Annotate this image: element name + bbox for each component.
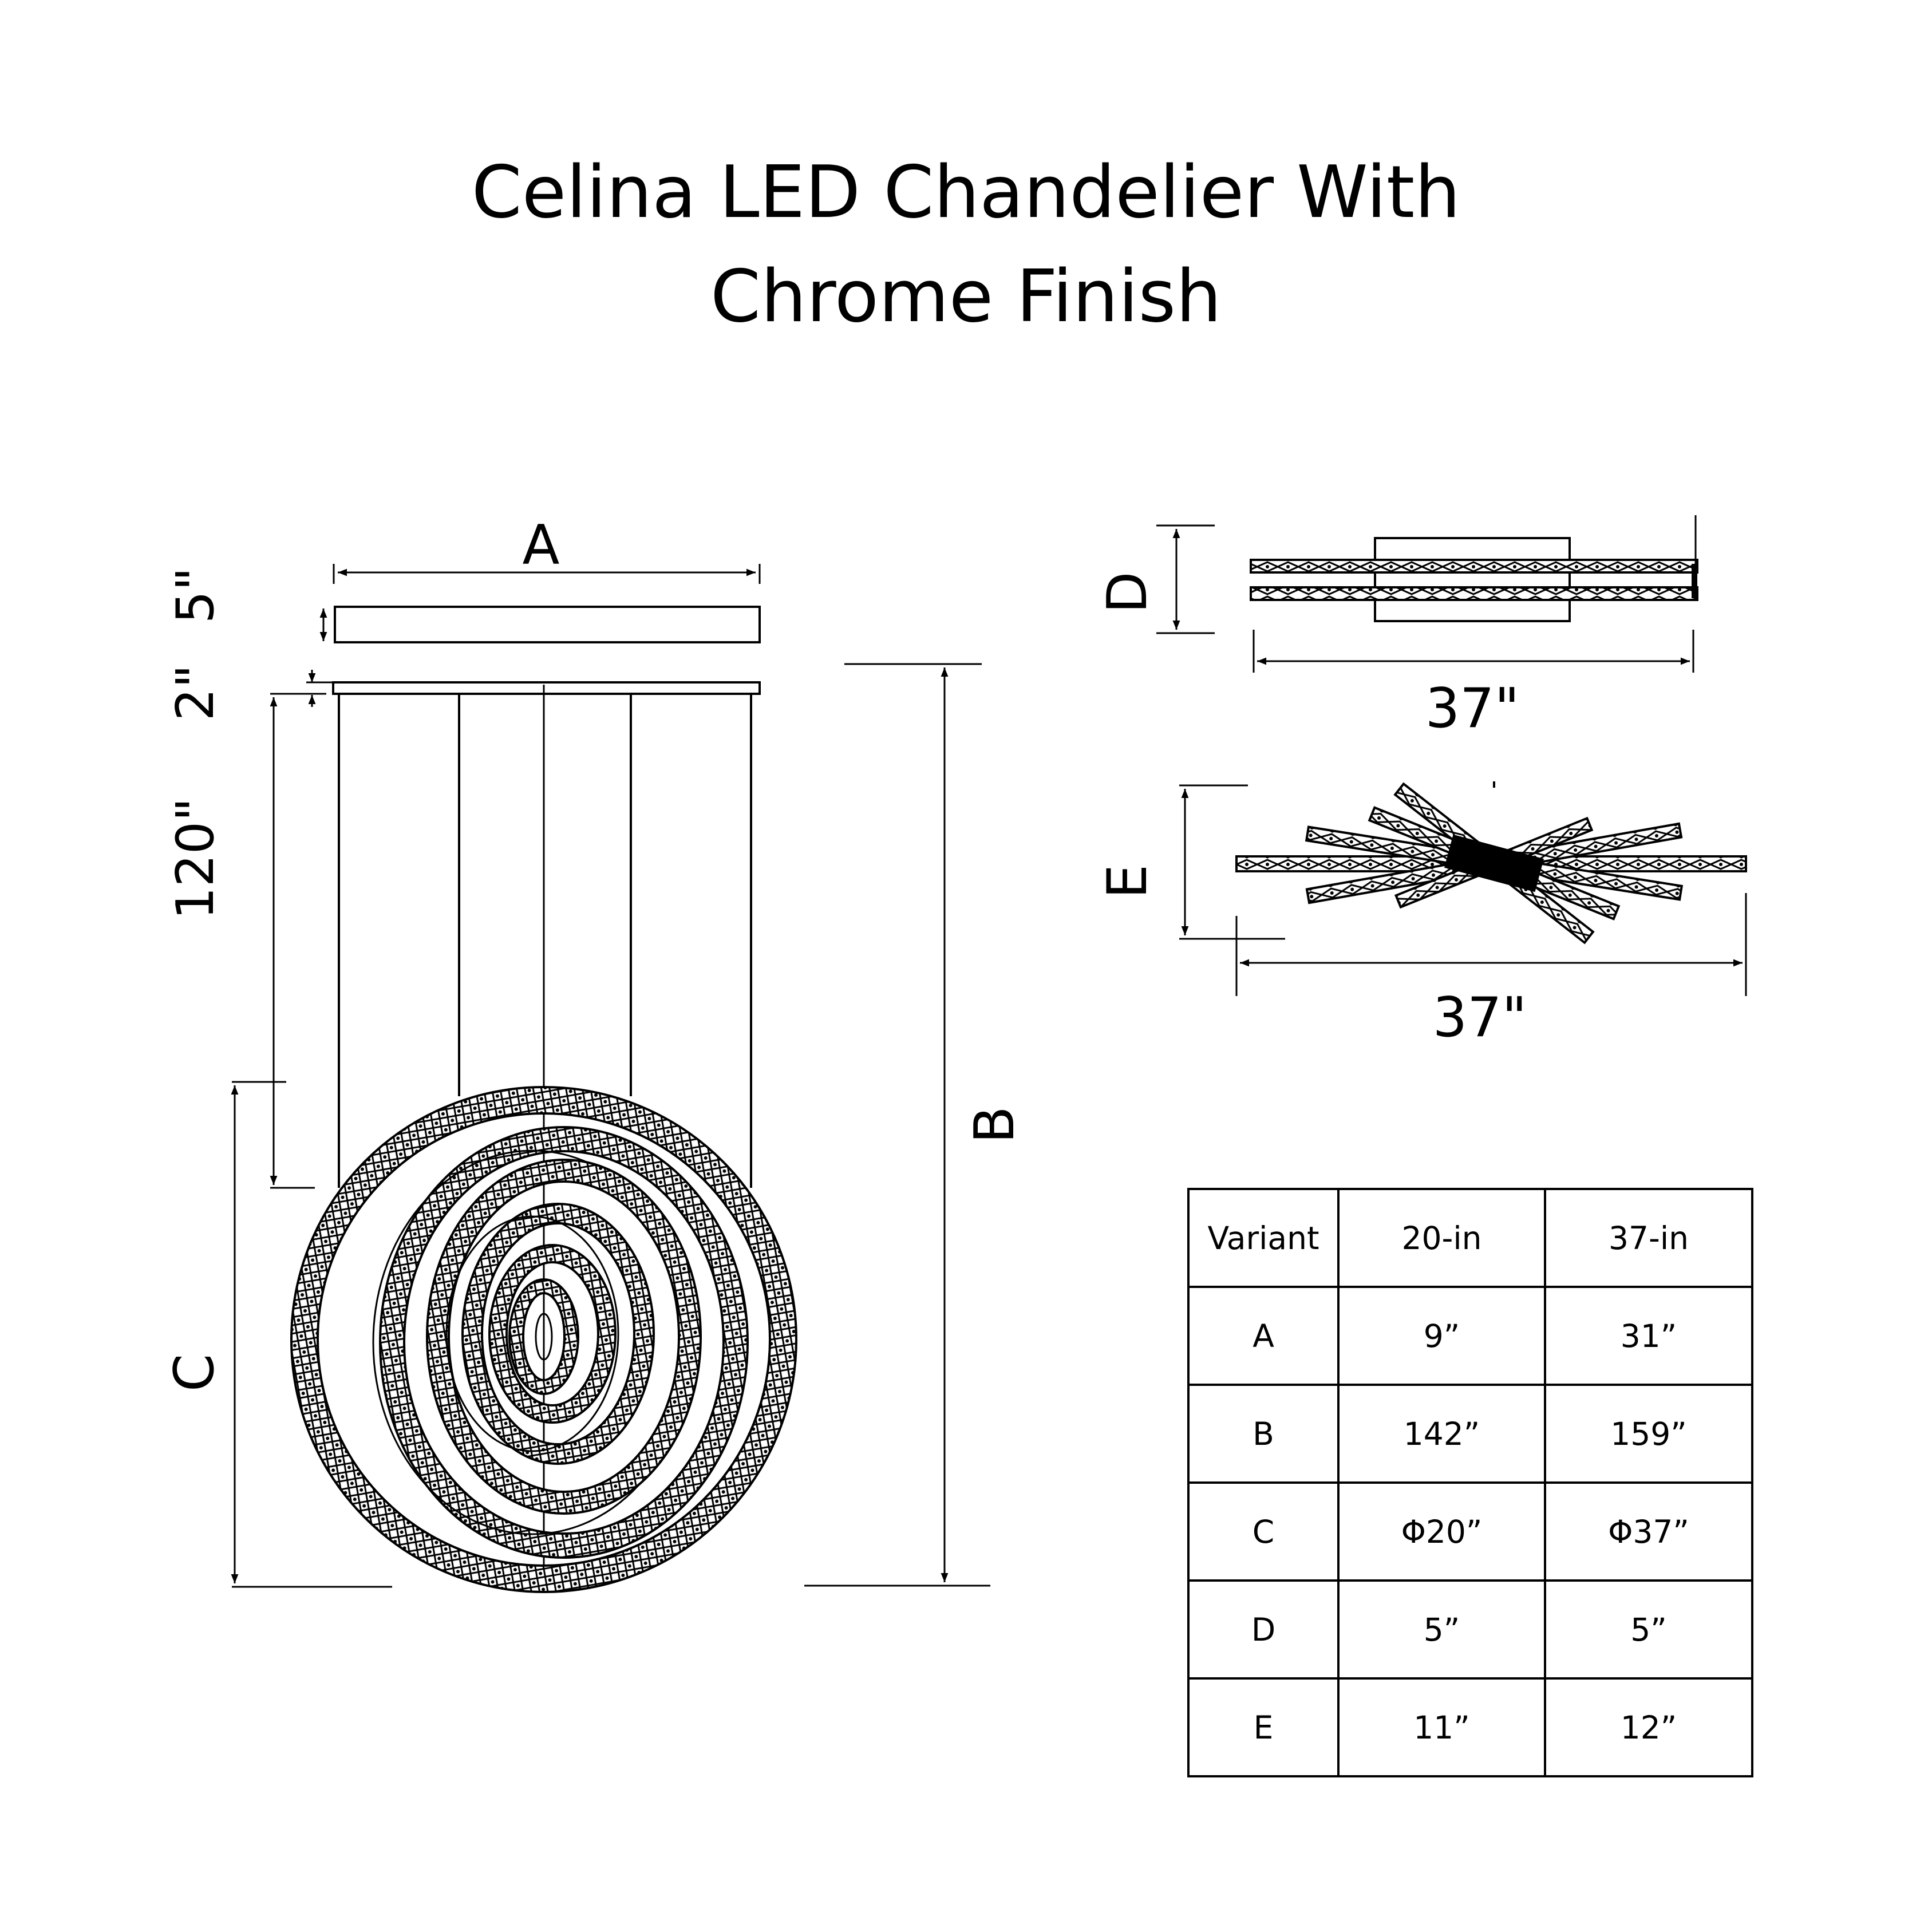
ring-5 (489, 1245, 615, 1423)
ring-4 (463, 1204, 654, 1464)
label-c: C (163, 1354, 226, 1392)
table-row: A 9” 31” (1187, 1286, 1753, 1386)
cell-20in: 142” (1337, 1384, 1546, 1484)
plate-height-label: 2" (165, 665, 226, 721)
cell-37in: 31” (1544, 1286, 1753, 1386)
specs-table: Variant 20-in 37-in A 9” 31” B 142” 159”… (1187, 1188, 1753, 1777)
cell-20in: 5” (1337, 1579, 1546, 1680)
cable-length-label: 120" (165, 797, 226, 919)
table-row: D 5” 5” (1187, 1579, 1753, 1680)
cell-37in: 159” (1544, 1384, 1753, 1484)
mounting-plate (332, 681, 761, 695)
product-title: Celina LED Chandelier With Chrome Finish (0, 140, 1932, 349)
ring-2 (380, 1127, 748, 1558)
canopy (334, 606, 761, 643)
title-line-1: Celina LED Chandelier With (471, 150, 1461, 234)
header-20in: 20-in (1337, 1188, 1546, 1288)
label-d: D (1096, 571, 1159, 613)
cell-20in: 11” (1337, 1677, 1546, 1777)
table-row: B 142” 159” (1187, 1384, 1753, 1484)
cell-variant: C (1187, 1481, 1340, 1582)
cell-variant: A (1187, 1286, 1340, 1386)
dimension-c: C (163, 1081, 392, 1588)
dimension-plate-height: 2" (165, 665, 332, 721)
table-row: C Φ20” Φ37” (1187, 1481, 1753, 1582)
front-view: A 5" 2" 120" (163, 514, 1026, 1593)
table-row: E 11” 12” (1187, 1677, 1753, 1777)
cell-20in: 9” (1337, 1286, 1546, 1386)
dimension-b: B (804, 663, 1026, 1587)
ring-6 (509, 1279, 578, 1394)
label-e: E (1096, 864, 1159, 899)
dimension-canopy-height: 5" (165, 567, 327, 641)
dimension-a: A (333, 514, 761, 584)
cell-37in: 5” (1544, 1579, 1753, 1680)
label-b: B (963, 1106, 1026, 1143)
cell-37in: Φ37” (1544, 1481, 1753, 1582)
header-37in: 37-in (1544, 1188, 1753, 1288)
table-header-row: Variant 20-in 37-in (1187, 1188, 1753, 1288)
tilted-view: E 37" (1096, 781, 1747, 1049)
ring-1 (291, 1087, 796, 1592)
tilted-rings (1235, 782, 1747, 945)
side-view-ring-lower (1250, 586, 1698, 601)
ring-3 (427, 1160, 701, 1514)
cell-37in: 12” (1544, 1677, 1753, 1777)
side-view-width-label: 37" (1425, 677, 1520, 740)
side-view-center-ring (1374, 537, 1571, 622)
cell-variant: B (1187, 1384, 1340, 1484)
tilted-view-width-label: 37" (1433, 986, 1527, 1049)
side-view-ring-upper (1250, 559, 1698, 574)
title-line-2: Chrome Finish (710, 254, 1222, 338)
dimension-cable-length: 120" (165, 693, 326, 1189)
cell-variant: D (1187, 1579, 1340, 1680)
label-a: A (523, 514, 560, 577)
header-variant: Variant (1187, 1188, 1340, 1288)
canopy-height-label: 5" (165, 567, 226, 624)
side-view: D 37" (1096, 515, 1698, 740)
crystal-rings (290, 1086, 797, 1593)
cell-variant: E (1187, 1677, 1340, 1777)
cell-20in: Φ20” (1337, 1481, 1546, 1582)
